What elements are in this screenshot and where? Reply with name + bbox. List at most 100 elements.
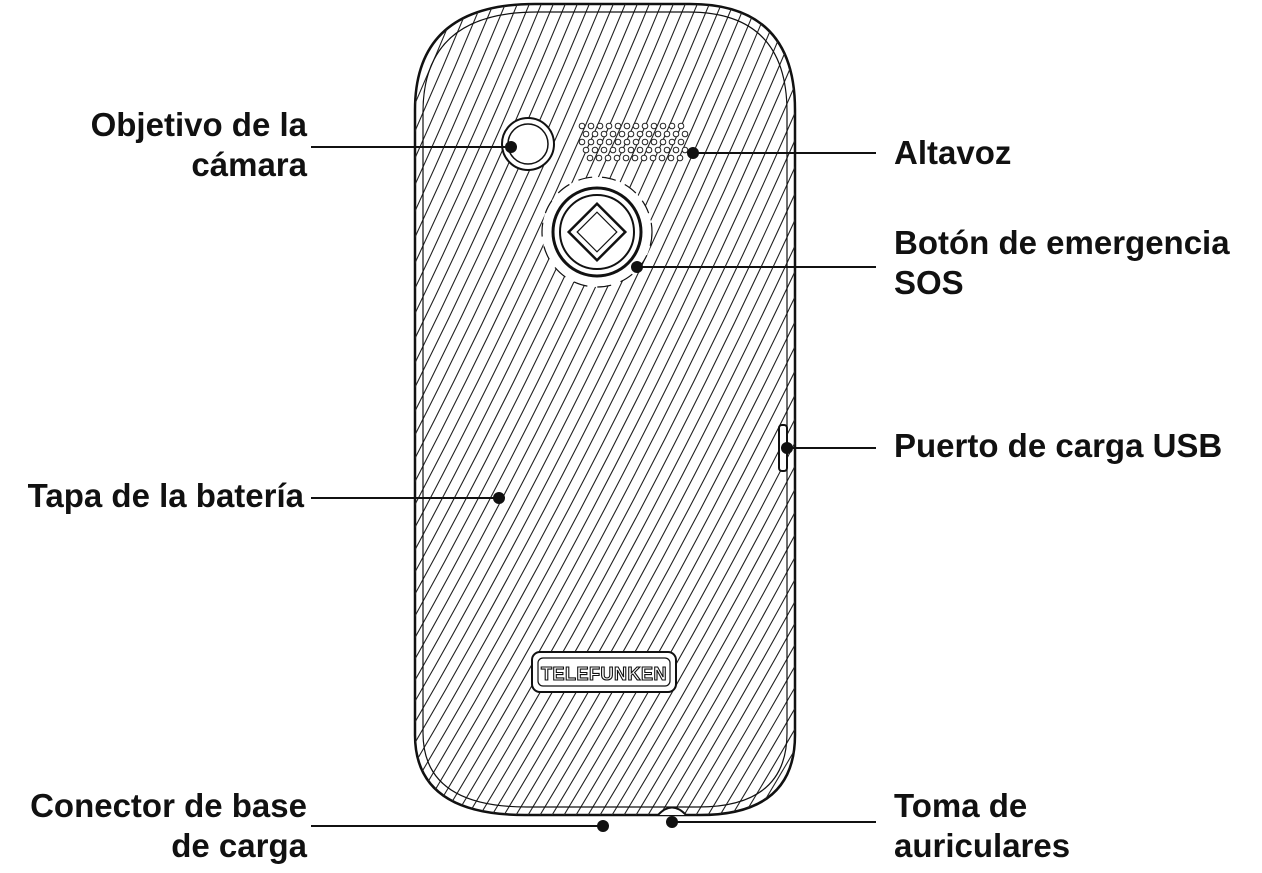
hatch-line: [415, 4, 472, 815]
hatch-line: [710, 4, 795, 815]
hatch-line: [458, 4, 795, 815]
speaker-hole: [640, 154, 648, 162]
headphone-label-line1: Toma de: [894, 787, 1028, 824]
hatch-line: [698, 4, 795, 815]
speaker-hole: [659, 138, 667, 146]
hatch-line: [1083, 0, 1262, 830]
dock-dot: [597, 820, 609, 832]
speaker-hole: [623, 138, 631, 146]
hatch-line: [530, 4, 795, 815]
speaker-hole: [654, 130, 662, 138]
speaker-hole: [609, 146, 617, 154]
speaker-hole: [587, 138, 595, 146]
speaker-hole: [605, 122, 613, 130]
hatch-line: [494, 4, 795, 815]
hatch-line: [1215, 0, 1262, 830]
hatch-line: [1191, 0, 1262, 830]
speaker-hole: [614, 122, 622, 130]
headphone-dot: [666, 816, 678, 828]
speaker-hole: [587, 122, 595, 130]
speaker-hole: [658, 154, 666, 162]
usb-label: Puerto de carga USB: [894, 426, 1222, 466]
hatch-line: [939, 0, 1262, 830]
hatch-line: [506, 4, 795, 815]
hatch-line: [1203, 0, 1262, 830]
speaker-hole: [582, 130, 590, 138]
hatch-line: [831, 0, 1251, 830]
speaker-hole: [595, 154, 603, 162]
hatch-line: [843, 0, 1262, 830]
headphone-jack: [657, 806, 687, 816]
speaker-hole: [641, 138, 649, 146]
hatch-line: [915, 0, 1262, 830]
speaker-hole: [578, 138, 586, 146]
hatch-line: [482, 4, 795, 815]
headphone-label: Toma de auriculares: [894, 786, 1070, 866]
hatch-line: [1059, 0, 1262, 830]
dock-label-line1: Conector de base: [30, 787, 307, 824]
hatch-line: [794, 4, 795, 815]
hatch-line: [446, 4, 795, 815]
camera-label: Objetivo de la cámara: [91, 105, 307, 185]
hatch-line: [722, 4, 795, 815]
speaker-hole: [609, 130, 617, 138]
hatch-line: [415, 4, 520, 815]
hatch-line: [415, 4, 628, 815]
camera-dot: [505, 141, 517, 153]
hatch-line: [415, 4, 604, 815]
speaker-hole: [681, 130, 689, 138]
hatch-line: [999, 0, 1262, 830]
speaker-hole: [631, 154, 639, 162]
speaker-label: Altavoz: [894, 133, 1011, 173]
speaker-hole: [622, 154, 630, 162]
hatch-line: [1107, 0, 1262, 830]
speaker-hole: [677, 122, 685, 130]
hatch-line: [1251, 0, 1262, 830]
hatch-line: [1119, 0, 1262, 830]
speaker-hole: [582, 146, 590, 154]
speaker-hole: [596, 138, 604, 146]
speaker-hole: [627, 130, 635, 138]
hatch-line: [415, 4, 616, 815]
hatch-line: [1023, 0, 1262, 830]
speaker-dot: [687, 147, 699, 159]
speaker-hole: [663, 146, 671, 154]
hatch-line: [638, 4, 795, 815]
camera-lens: [501, 117, 555, 171]
speaker-hole: [650, 138, 658, 146]
headphone-label-line2: auriculares: [894, 827, 1071, 864]
hatch-line: [590, 4, 795, 815]
hatch-line: [770, 4, 795, 815]
sos-label-line2: SOS: [894, 264, 964, 301]
speaker-hole: [591, 146, 599, 154]
speaker-hole: [645, 146, 653, 154]
hatch-line: [470, 4, 795, 815]
hatch-line: [614, 4, 795, 815]
phone-inner-outline: [422, 11, 788, 808]
hatch-line: [879, 0, 1262, 830]
speaker-hole: [659, 122, 667, 130]
hatch-line: [415, 4, 748, 815]
speaker-hole: [672, 146, 680, 154]
speaker-hole: [650, 122, 658, 130]
speaker-hole: [677, 138, 685, 146]
hatch-line: [415, 4, 484, 815]
hatch-line: [1167, 0, 1262, 830]
speaker-hole: [623, 122, 631, 130]
camera-label-line2: cámara: [191, 146, 307, 183]
sos-label: Botón de emergencia SOS: [894, 223, 1230, 303]
hatch-line: [422, 4, 795, 815]
hatch-line: [987, 0, 1262, 830]
hatch-line: [415, 4, 795, 815]
hatch-line: [867, 0, 1262, 830]
speaker-hole: [667, 154, 675, 162]
hatch-line: [734, 4, 795, 815]
hatch-line: [1095, 0, 1262, 830]
hatch-line: [542, 4, 795, 815]
speaker-hole: [613, 154, 621, 162]
speaker-hole: [672, 130, 680, 138]
speaker-hole: [636, 146, 644, 154]
hatch-line: [415, 4, 795, 815]
hatch-line: [1155, 0, 1262, 830]
